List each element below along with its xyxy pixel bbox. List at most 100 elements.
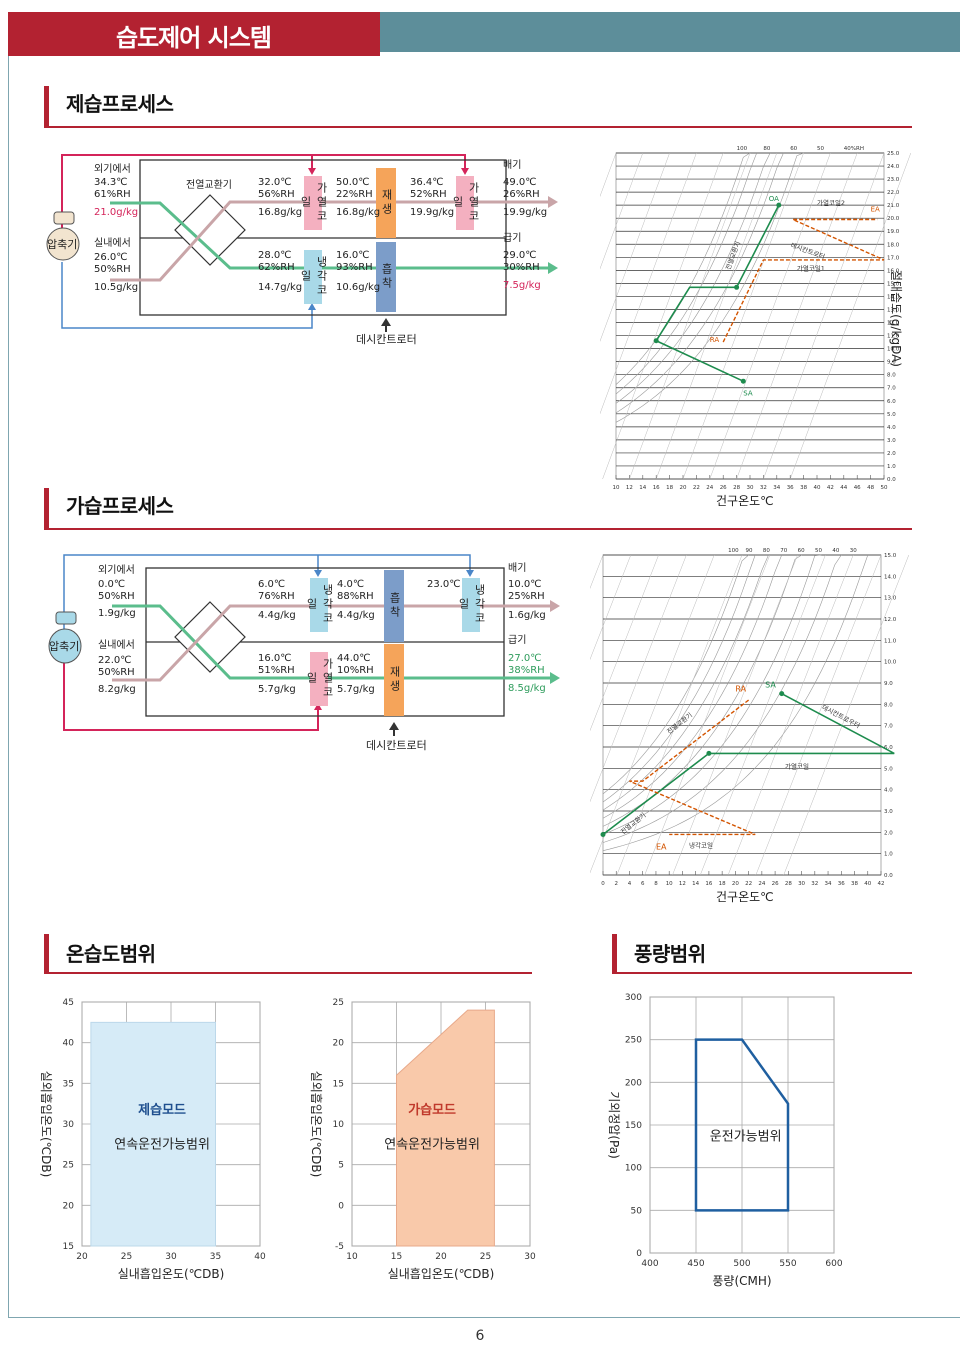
sa-rh: 30%RH <box>503 262 540 273</box>
rh-curve <box>615 152 804 423</box>
page-border-bottom <box>8 1317 960 1318</box>
x-tick-label: 14 <box>692 881 699 887</box>
y-tick-label: 0 <box>338 1201 344 1211</box>
x-tick-label: 28 <box>785 881 792 887</box>
y-tick-label: 5.0 <box>884 766 893 772</box>
y-tick-label: 18.0 <box>887 242 900 248</box>
x-tick-label: 20 <box>732 881 739 887</box>
enthalpy-line <box>682 152 804 480</box>
heating-coil: 가열코일 <box>305 658 334 700</box>
ex-abs: 1.6g/kg <box>508 610 546 621</box>
p4-rh: 51%RH <box>258 665 295 676</box>
y-tick-label: 3.0 <box>887 438 896 444</box>
x-tick-label: 30 <box>798 881 805 887</box>
x-tick-label: 16 <box>653 485 660 491</box>
dehum-chart-ylabel: 절대습도(g/kgDA) <box>889 270 903 367</box>
sa-temp: 29.0℃ <box>503 250 537 261</box>
y-axis-label: 실외흡입온도(℃DB) <box>39 1071 53 1178</box>
rh-curve <box>615 152 757 395</box>
rh-curve <box>615 152 784 414</box>
p4-rh: 62%RH <box>258 262 295 273</box>
x-tick-label: 20 <box>76 1252 88 1262</box>
x-tick-label: 22 <box>745 881 752 887</box>
label-ra: RA <box>735 685 746 694</box>
rh-curve <box>602 554 802 827</box>
hum-flow-diagram <box>63 554 560 736</box>
p1-rh: 56%RH <box>258 189 295 200</box>
section-title-range: 온습도범위 <box>66 942 156 966</box>
oa-temp: 0.0℃ <box>98 579 126 590</box>
section-bar <box>44 488 49 528</box>
x-tick-label: 42 <box>827 485 834 491</box>
dehum-flow-diagram <box>61 154 558 332</box>
y-tick-label: 20 <box>63 1201 75 1211</box>
cooling-coil-1: 냉각코일 <box>305 584 334 626</box>
x-tick-label: 28 <box>733 485 740 491</box>
y-tick-label: 250 <box>625 1036 642 1046</box>
p3-temp: 23.0℃ <box>427 579 461 590</box>
x-tick-label: 20 <box>435 1252 447 1262</box>
y-tick-label: 20.0 <box>887 216 900 222</box>
state-point <box>779 691 785 697</box>
y-tick-label: 2.0 <box>884 830 893 836</box>
y-tick-label: 24.0 <box>887 164 900 170</box>
y-tick-label: 15.0 <box>884 553 897 559</box>
rh-label: 60 <box>798 548 805 554</box>
enthalpy-line <box>590 554 715 874</box>
y-tick-label: 7.0 <box>887 386 896 392</box>
cooling-coil-2: 냉각코일 <box>457 584 486 626</box>
regen-zone: 재생 <box>388 666 401 694</box>
rh-label: 70 <box>780 548 787 554</box>
x-tick-label: 4 <box>628 881 632 887</box>
p2-temp: 50.0℃ <box>336 177 370 188</box>
compressor-label: 압축기 <box>47 238 78 251</box>
x-tick-label: 40 <box>814 485 821 491</box>
rh-curve <box>602 554 869 851</box>
y-tick-label: 9.0 <box>887 360 896 366</box>
x-tick-label: 30 <box>165 1252 177 1262</box>
mode-label: 제습모드 <box>138 1103 186 1118</box>
p4-temp: 28.0℃ <box>258 250 292 261</box>
sa-abs: 8.5g/kg <box>508 683 546 694</box>
p5-rh: 10%RH <box>337 665 374 676</box>
label-heat1: 가열코일1 <box>797 263 825 272</box>
x-tick-label: 30 <box>524 1252 536 1262</box>
x-tick-label: 35 <box>210 1252 221 1262</box>
x-tick-label: 12 <box>626 485 633 491</box>
state-point <box>776 202 782 208</box>
y-axis-label: 기외정압(Pa) <box>607 1091 621 1159</box>
sa-label: 급기 <box>508 635 527 646</box>
p4-abs: 5.7g/kg <box>258 684 296 695</box>
y-tick-label: 5.0 <box>887 412 896 418</box>
x-tick-label: 40 <box>254 1252 266 1262</box>
heating-coil-1: 가열코일 <box>299 182 328 224</box>
x-tick-label: 10 <box>613 485 620 491</box>
y-tick-label: 23.0 <box>887 177 900 183</box>
compressor-icon <box>46 211 80 261</box>
x-axis-label: 풍량(CMH) <box>712 1274 771 1288</box>
y-tick-label: -5 <box>335 1242 344 1252</box>
enthalpy-line <box>789 152 912 480</box>
x-tick-label: 450 <box>687 1259 704 1269</box>
y-tick-label: 2.0 <box>887 451 896 457</box>
y-tick-label: 7.0 <box>884 724 893 730</box>
section-bar <box>44 86 49 126</box>
rotor-label: 데시칸트로터 <box>356 333 417 346</box>
regen-zone: 재생 <box>380 189 393 217</box>
label-heat2: 가열코일2 <box>817 198 845 207</box>
y-tick-label: 13.0 <box>884 596 897 602</box>
p4-temp: 16.0℃ <box>258 653 292 664</box>
p1-abs: 4.4g/kg <box>258 610 296 621</box>
header-title: 습도제어 시스템 <box>8 12 380 56</box>
p3-temp: 36.4℃ <box>410 177 444 188</box>
section-underline <box>44 972 532 974</box>
hx-label: 전열교환기 <box>186 180 232 191</box>
enthalpy-line <box>590 554 659 732</box>
rh-label: 100 <box>737 146 748 152</box>
supply-process-line <box>602 692 895 836</box>
enthalpy-line <box>672 554 798 876</box>
y-tick-label: 14.0 <box>887 294 900 300</box>
heating-coil-2: 가열코일 <box>451 182 480 224</box>
